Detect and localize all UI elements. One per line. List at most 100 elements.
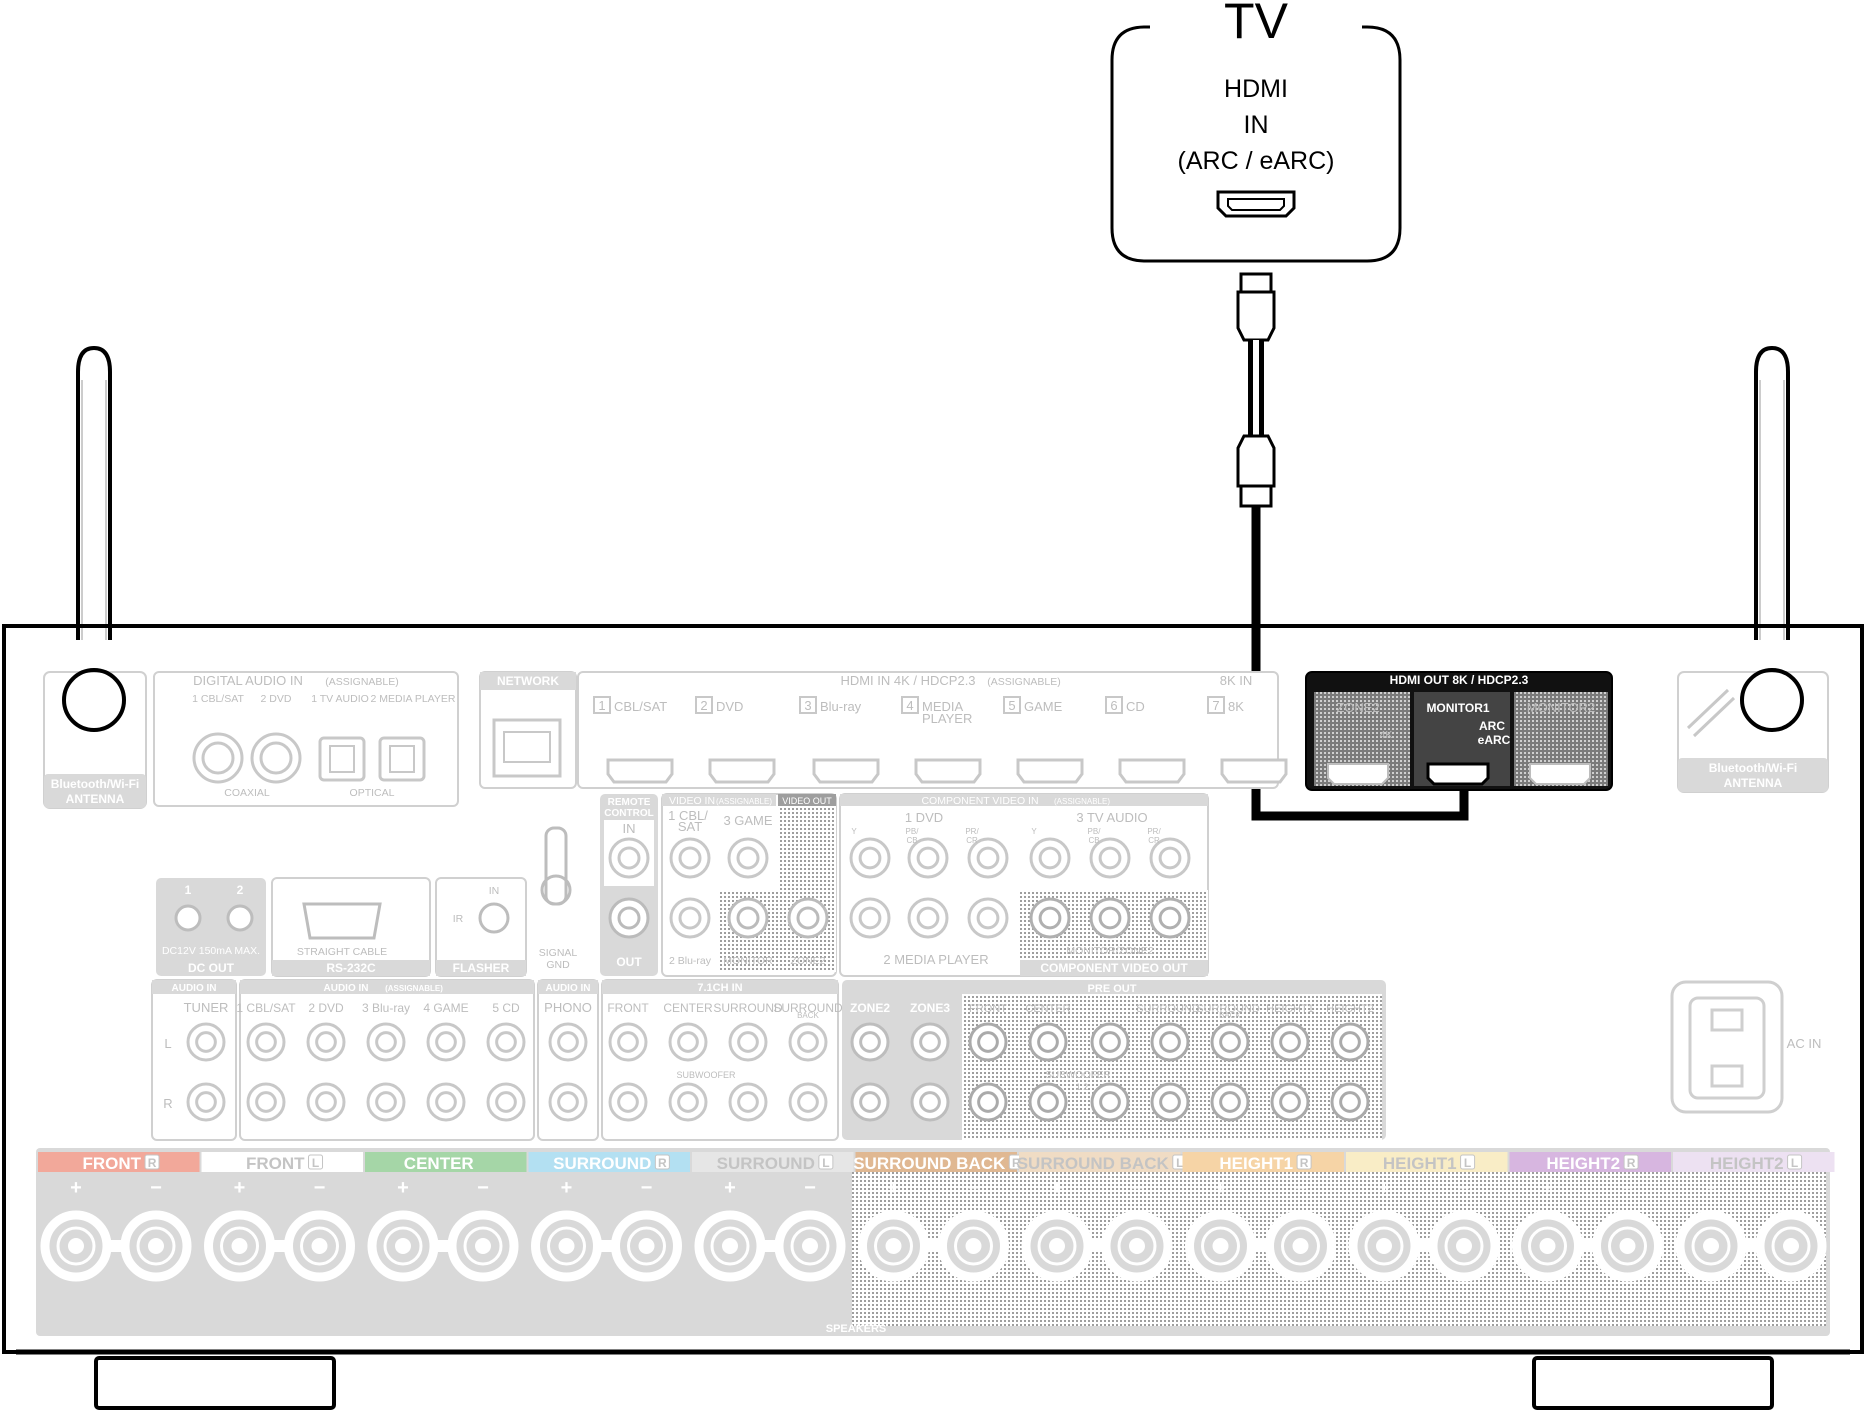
speaker-plus-9: + bbox=[1378, 1177, 1390, 1199]
pre-out-subwoofer: SUBWOOFER bbox=[1045, 1070, 1111, 1081]
ch71-jack-bottom-1 bbox=[608, 1082, 648, 1122]
hdmi-out-title: HDMI OUT 8K / HDCP2.3 bbox=[1390, 673, 1529, 687]
speaker-minus-2: − bbox=[314, 1177, 326, 1199]
component-lower-jack-5 bbox=[1089, 897, 1131, 939]
speaker-channel-side-4: R bbox=[658, 1156, 667, 1170]
speaker-channel-label-7: SURROUND BACK bbox=[1017, 1154, 1170, 1173]
ch71-jack-bottom-3 bbox=[728, 1082, 768, 1122]
audio-in-l: L bbox=[164, 1036, 171, 1051]
component-dvd: 1 DVD bbox=[905, 810, 943, 825]
receiver-rear-panel bbox=[2, 624, 1864, 1410]
antenna-right-label-2: ANTENNA bbox=[1724, 776, 1783, 790]
hdmi-in-label-4b: PLAYER bbox=[922, 711, 972, 726]
ch71-title: 7.1CH IN bbox=[697, 982, 742, 994]
ch71-label-1: FRONT bbox=[607, 1001, 649, 1015]
pre-out-title: PRE OUT bbox=[1088, 983, 1137, 995]
signal-gnd-2: GND bbox=[546, 959, 570, 971]
tv-port-label-arc: (ARC / eARC) bbox=[1178, 147, 1335, 175]
speaker-plus-3: + bbox=[397, 1177, 409, 1199]
assignable-jack-top-2 bbox=[306, 1022, 346, 1062]
preout-jack-bottom-6 bbox=[1270, 1082, 1310, 1122]
pre-out-zone2: ZONE2 bbox=[850, 1001, 890, 1015]
speaker-channel-label-8: HEIGHT1 bbox=[1219, 1154, 1293, 1173]
ch71-label-4: SURROUND bbox=[773, 1001, 843, 1015]
assignable-jack-top-1 bbox=[246, 1022, 286, 1062]
component-in-jack-1 bbox=[849, 837, 891, 879]
foot-left bbox=[94, 1356, 336, 1410]
audio-in-r: R bbox=[163, 1096, 172, 1111]
audio-jacks bbox=[186, 1022, 1370, 1122]
digital-input-label-3: 1 TV AUDIO bbox=[311, 693, 369, 705]
speaker-channel-3: CENTER+− bbox=[365, 1152, 527, 1282]
speaker-plus-8: + bbox=[1215, 1177, 1227, 1199]
component-lower-jack-3 bbox=[967, 897, 1009, 939]
component-col-label-6: PR/ bbox=[1147, 827, 1161, 836]
zone2-out-label: ZONE2 bbox=[1336, 700, 1379, 715]
rs232c: STRAIGHT CABLE RS-232C bbox=[271, 877, 431, 977]
preout-jack-bottom-2 bbox=[1028, 1082, 1068, 1122]
dc-out-spec: DC12V 150mA MAX. bbox=[162, 945, 260, 957]
speaker-terminal-8-minus bbox=[1265, 1210, 1336, 1282]
speaker-terminal-9-minus bbox=[1428, 1210, 1500, 1282]
hdmi-8k-header: 8K IN bbox=[1220, 673, 1253, 688]
digital-input-label-1: 1 CBL/SAT bbox=[192, 693, 244, 705]
assignable-jack-bottom-1 bbox=[246, 1082, 286, 1122]
audio-in-row: AUDIO IN TUNER L R AUDIO IN (ASSIGNABLE)… bbox=[151, 979, 1386, 1141]
hdmi-in-num-7: 7 bbox=[1212, 698, 1219, 713]
ch71-jack-top-2 bbox=[668, 1022, 708, 1062]
ch71-back: BACK bbox=[797, 1011, 819, 1020]
left-antenna bbox=[76, 345, 112, 710]
ac-in-label: AC IN bbox=[1787, 1036, 1822, 1051]
zone2-out-sub: 4K bbox=[1380, 729, 1393, 741]
component-lower-jack-4 bbox=[1029, 897, 1071, 939]
audio-in-tuner-title: AUDIO IN bbox=[172, 983, 217, 994]
pre-out-sub-nums: 1 2 bbox=[1076, 1082, 1089, 1092]
speaker-channel-label-3: CENTER bbox=[404, 1154, 474, 1173]
monitor1-label: MONITOR1 bbox=[1426, 701, 1489, 715]
assignable-label-4: 4 GAME bbox=[423, 1001, 468, 1015]
component-col-label-5: PB/ bbox=[1088, 827, 1102, 836]
assignable-jack-top-5 bbox=[486, 1022, 526, 1062]
digital-audio-title: DIGITAL AUDIO IN bbox=[193, 673, 303, 688]
cable-plug-bottom bbox=[1239, 484, 1273, 508]
speaker-terminal-4-minus bbox=[611, 1210, 682, 1282]
speaker-minus-4: − bbox=[641, 1177, 653, 1199]
rs232c-title: RS-232C bbox=[326, 961, 376, 975]
speaker-channel-side-8: R bbox=[1300, 1156, 1309, 1170]
speaker-channel-label-4: SURROUND bbox=[553, 1154, 651, 1173]
monitor2-label: MONITOR2 bbox=[1527, 700, 1595, 715]
speaker-terminal-4-plus bbox=[531, 1210, 602, 1282]
speaker-channel-side-11: L bbox=[1791, 1156, 1798, 1170]
speaker-terminal-11-minus bbox=[1755, 1210, 1827, 1282]
hdmi-in-label-6: CD bbox=[1126, 699, 1145, 714]
digital-audio-assignable: (ASSIGNABLE) bbox=[325, 676, 399, 688]
assignable-label-2: 2 DVD bbox=[308, 1001, 344, 1015]
speaker-terminal-6-minus bbox=[938, 1210, 1009, 1282]
video-in-2: 2 Blu-ray bbox=[669, 955, 712, 967]
ch71-jack-top-3 bbox=[728, 1022, 768, 1062]
component-col-sub-2: CB bbox=[906, 836, 917, 845]
speaker-terminal-5-plus bbox=[694, 1210, 766, 1282]
component-tv-audio: 3 TV AUDIO bbox=[1076, 810, 1147, 825]
component-lower-jack-2 bbox=[907, 897, 949, 939]
ch71-label-2: CENTER bbox=[663, 1001, 713, 1015]
ch71-jack-bottom-4 bbox=[788, 1082, 828, 1122]
tv-port-label-in: IN bbox=[1244, 111, 1269, 139]
hdmi-cable bbox=[1236, 272, 1469, 821]
component-in-assignable: (ASSIGNABLE) bbox=[1054, 797, 1110, 806]
ch71-jack-bottom-2 bbox=[668, 1082, 708, 1122]
component-in-jack-3 bbox=[967, 837, 1009, 879]
speaker-channel-label-6: SURROUND BACK bbox=[853, 1154, 1006, 1173]
speaker-channel-side-5: L bbox=[822, 1156, 829, 1170]
tv-hdmi-port-icon bbox=[1216, 190, 1296, 218]
component-col-label-4: Y bbox=[1031, 827, 1037, 836]
antenna-right-label-1: Bluetooth/Wi-Fi bbox=[1709, 761, 1798, 775]
speaker-channel-side-6: R bbox=[1012, 1156, 1021, 1170]
speaker-plus-5: + bbox=[724, 1177, 736, 1199]
